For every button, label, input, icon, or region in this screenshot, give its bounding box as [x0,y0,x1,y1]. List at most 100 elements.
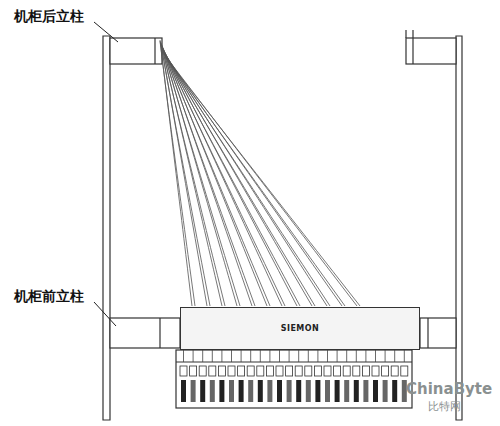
jack [324,366,331,376]
jack-pin [325,380,330,402]
jack-pin [267,380,272,402]
rear-post-right-tab [406,30,413,38]
jack-wire [308,350,309,362]
jack-pin [200,380,205,402]
jack-wire [356,350,357,362]
jack [362,366,369,376]
jack [180,366,187,376]
jack [353,366,360,376]
brand-text: SIEMON [281,324,320,333]
jack [276,366,283,376]
jack-wire [289,350,290,362]
jack-pin [344,380,349,402]
jack [209,366,216,376]
jack-wire [241,350,242,362]
cable [162,46,240,306]
jack-block [176,350,412,408]
jack-wire [221,350,222,362]
jack [247,366,254,376]
watermark: 比特网 [428,399,461,414]
rear-post-left-edge [154,38,155,64]
jack [199,366,206,376]
jack-wire [404,350,405,362]
jack [314,366,321,376]
jack-row [180,350,408,402]
jack [305,366,312,376]
jack-pin [363,380,368,402]
jack [257,366,264,376]
jack-wire [385,350,386,362]
cable [162,47,255,306]
jack-pin [315,380,320,402]
jack [391,366,398,376]
jack [334,366,341,376]
front-post-right [420,318,456,348]
cable [164,51,285,306]
front-post-left [110,318,180,348]
jack-wire [202,350,203,362]
jack-pin [354,380,359,402]
front-post-left-edge [159,318,160,348]
right-frame [456,36,462,420]
jack-wire [183,350,184,362]
jack [401,366,408,376]
jack-wire [260,350,261,362]
jack-pin [210,380,215,402]
patch-panel: SIEMON [180,307,420,350]
jack-wire [279,350,280,362]
part-label: 机柜后立柱 [14,8,84,26]
jack [228,366,235,376]
jack-pin [229,380,234,402]
jack-wire [298,350,299,362]
jack-wire [231,350,232,362]
cable-bundle [160,40,360,306]
cable [166,57,345,306]
jack [286,366,293,376]
jack-wire [375,350,376,362]
cable [165,54,315,306]
jack-block-rail [176,361,412,362]
cable [164,52,300,306]
jack-pin [258,380,263,402]
jack [382,366,389,376]
jack-pin [219,380,224,402]
jack-pin [335,380,340,402]
left-frame [103,36,110,420]
jack [218,366,225,376]
jack-pin [287,380,292,402]
leader-line [94,302,116,326]
jack-wire [250,350,251,362]
jack-wire [365,350,366,362]
cable [165,55,330,306]
jack-wire [269,350,270,362]
jack-pin [306,380,311,402]
jack [266,366,273,376]
leader-line [94,22,118,42]
jack-pin [296,380,301,402]
jack-wire [327,350,328,362]
jack [343,366,350,376]
jack-wire [317,350,318,362]
rear-post-right [406,38,456,64]
rear-post-right-edge [412,38,413,64]
jack-pin [239,380,244,402]
jack-pin [248,380,253,402]
jack [190,366,197,376]
jack [295,366,302,376]
jack-pin [392,380,397,402]
jack-wire [394,350,395,362]
jack-wire [337,350,338,362]
jack [372,366,379,376]
front-post-right-edge [427,318,428,348]
jack [238,366,245,376]
jack-wire [193,350,194,362]
watermark: ChinaByte [406,380,492,398]
cable [163,49,270,306]
jack-pin [277,380,282,402]
jack-pin [191,380,196,402]
jack-wire [212,350,213,362]
jack-wire [346,350,347,362]
jack-pin [181,380,186,402]
